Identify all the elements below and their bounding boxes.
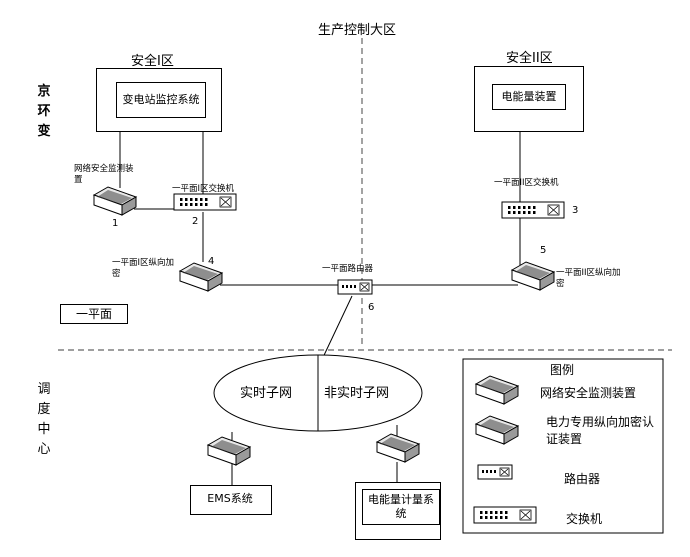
encrypt1-label: 一平面I区纵向加密 (112, 258, 175, 279)
zone1-system: 变电站监控系统 (116, 82, 206, 118)
station-side-label: 京环变 (37, 84, 51, 139)
legend-item-monitor: 网络安全监测装置 (540, 386, 637, 400)
encrypt2-label: 一平面II区纵向加密 (556, 268, 621, 289)
legend-item-router: 路由器 (564, 472, 601, 486)
device-number-4: 4 (208, 256, 215, 267)
monitoring-device-icon (93, 186, 137, 216)
router-label: 一平面路由器 (322, 264, 374, 274)
device-number-5: 5 (540, 245, 547, 256)
plane-label-box: 一平面 (60, 304, 128, 324)
device-number-1: 1 (112, 218, 119, 229)
ems-device-icon (207, 436, 251, 466)
switch-1-icon (173, 193, 237, 211)
monitor-device-label: 网络安全监测装置 (74, 164, 134, 185)
legend-item-switch: 交换机 (566, 512, 603, 526)
zone2-system: 电能量装置 (492, 84, 566, 110)
device-number-6: 6 (368, 302, 375, 313)
switch2-label: 一平面II区交换机 (494, 178, 559, 188)
encryption-device-1-icon (179, 262, 223, 292)
zone1-label: 安全I区 (131, 54, 174, 69)
switch1-label: 一平面I区交换机 (172, 184, 235, 194)
device-number-2: 2 (192, 216, 199, 227)
realtime-network-label: 实时子网 (240, 386, 293, 401)
diagram-title: 生产控制大区 (318, 23, 397, 38)
legend-title: 图例 (550, 363, 575, 377)
zone2-label: 安全II区 (506, 51, 553, 66)
dispatch-side-label: 调度中心 (37, 382, 51, 457)
switch-2-icon (501, 201, 565, 219)
legend-item-encryption: 电力专用纵向加密认证装置 (546, 415, 655, 446)
device-number-3: 3 (572, 205, 579, 216)
legend-router-icon (477, 464, 513, 480)
metering-device-icon (376, 433, 420, 463)
metering-system: 电能量计量系统 (362, 489, 440, 525)
ems-system: EMS系统 (193, 488, 267, 510)
legend-switch-icon (473, 506, 537, 524)
router-icon (337, 279, 373, 295)
encryption-device-2-icon (511, 261, 555, 291)
nonrealtime-network-label: 非实时子网 (324, 386, 390, 401)
